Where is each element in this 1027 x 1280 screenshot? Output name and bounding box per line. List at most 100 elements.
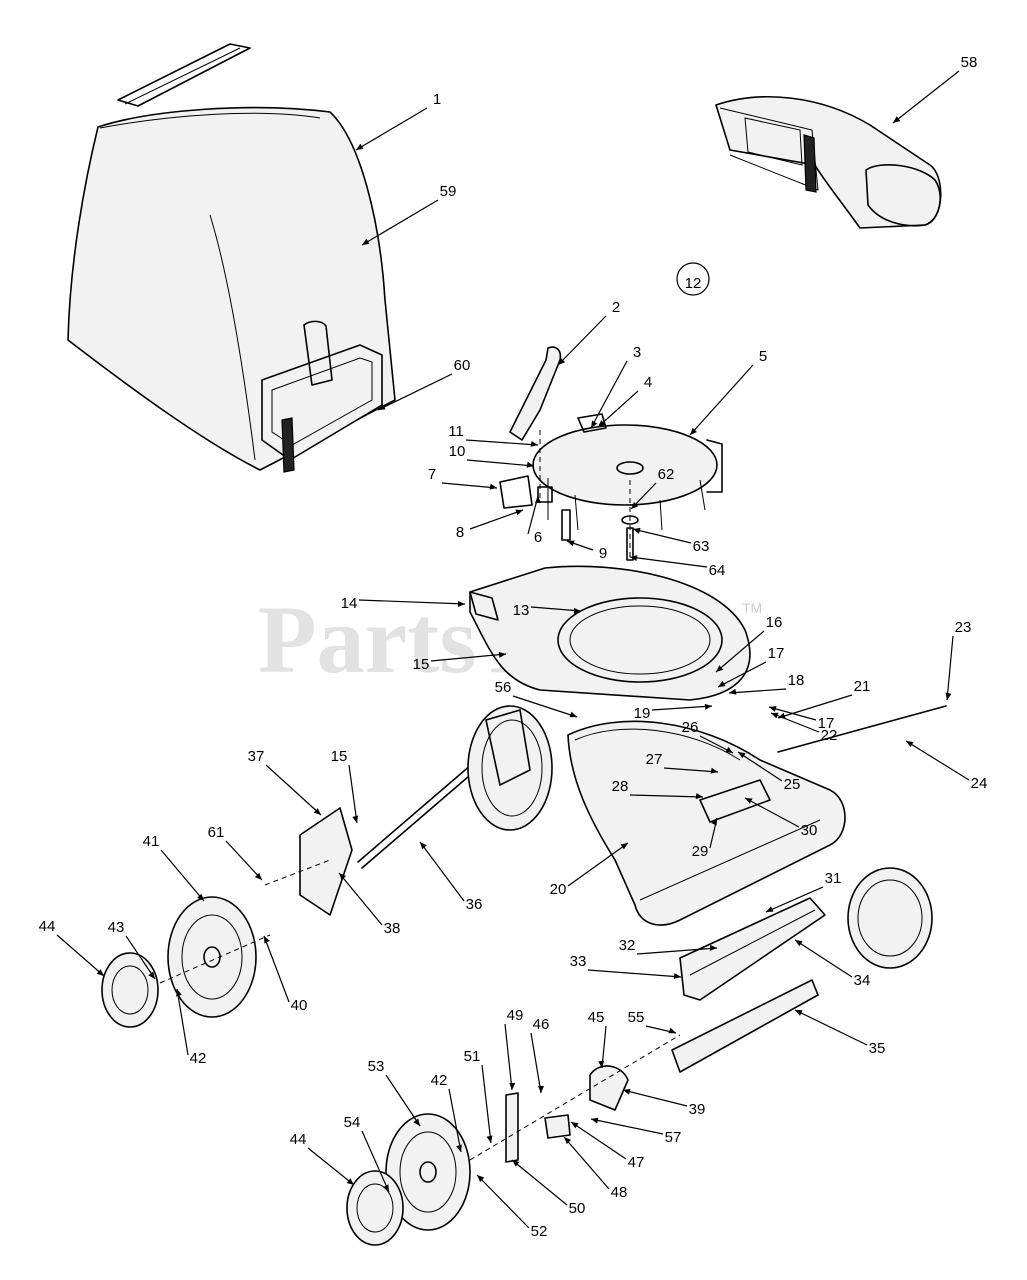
arrowhead-16 <box>716 665 724 672</box>
arrowhead-44 <box>346 1178 354 1185</box>
arrowhead-31 <box>766 906 774 912</box>
arrowhead-63 <box>633 527 641 534</box>
arrowhead-37 <box>313 808 321 815</box>
callout-label: 32 <box>619 937 636 954</box>
arrowhead-3 <box>591 420 598 428</box>
callout-12: 12 <box>676 262 710 296</box>
callout-label: 41 <box>143 833 160 850</box>
arrowhead-1 <box>356 143 364 150</box>
arrowhead-20 <box>620 843 628 850</box>
callout-13: 13 <box>513 602 582 619</box>
callout-label: 14 <box>341 595 358 612</box>
leader-line-30 <box>744 797 800 828</box>
leader-line-58 <box>892 70 960 124</box>
callout-label: 56 <box>495 679 512 696</box>
leader-line-25 <box>737 751 783 782</box>
arrowhead-14 <box>458 601 465 607</box>
callout-15: 15 <box>331 748 359 824</box>
callout-7: 7 <box>428 466 498 490</box>
callout-38: 38 <box>338 872 401 937</box>
arrowhead-18 <box>729 688 737 695</box>
callout-label: 44 <box>290 1131 307 1148</box>
callout-17: 17 <box>717 645 784 688</box>
callout-label: 60 <box>454 357 471 374</box>
leader-line-24 <box>905 740 970 781</box>
leader-line-3 <box>590 360 628 429</box>
leader-line-44 <box>56 934 105 977</box>
callout-label: 42 <box>431 1072 448 1089</box>
leader-line-44 <box>307 1147 355 1186</box>
callout-label: 11 <box>448 423 464 440</box>
callout-43: 43 <box>108 919 156 980</box>
arrowhead-44 <box>96 969 104 976</box>
leader-line-53 <box>385 1074 421 1127</box>
leader-line-13 <box>530 606 582 612</box>
callout-26: 26 <box>682 719 734 754</box>
callout-9: 9 <box>566 540 607 562</box>
callout-40: 40 <box>263 935 307 1014</box>
callout-label: 64 <box>709 562 726 579</box>
callout-label: 36 <box>466 896 483 913</box>
callout-label: 24 <box>971 775 988 792</box>
callout-label: 58 <box>961 54 978 71</box>
callout-label: 15 <box>413 656 430 673</box>
callout-59: 59 <box>361 183 456 246</box>
arrowhead-13 <box>574 608 581 614</box>
callout-label: 21 <box>854 678 871 695</box>
callout-label: 47 <box>628 1154 645 1171</box>
leader-line-37 <box>265 764 322 816</box>
leader-line-8 <box>469 509 524 530</box>
callout-42: 42 <box>176 988 206 1067</box>
callout-label: 43 <box>108 919 125 936</box>
callout-35: 35 <box>794 1009 885 1057</box>
callout-32: 32 <box>619 937 718 955</box>
callout-label: 38 <box>384 920 401 937</box>
callout-46: 46 <box>530 1016 549 1094</box>
arrowhead-46 <box>538 1086 544 1093</box>
nozzle-housing <box>567 720 846 926</box>
callout-label: 30 <box>801 822 818 839</box>
arrowhead-34 <box>795 940 803 947</box>
arrowhead-53 <box>413 1118 420 1126</box>
callout-label: 29 <box>692 843 709 860</box>
arrowhead-32 <box>709 944 717 951</box>
arrowhead-9 <box>567 540 575 547</box>
assembly-line-5 <box>469 1034 681 1161</box>
callout-48: 48 <box>563 1136 627 1201</box>
assembly-line-4 <box>159 934 271 984</box>
callout-45: 45 <box>588 1009 607 1069</box>
callout-44: 44 <box>290 1131 355 1186</box>
leader-line-51 <box>481 1064 492 1144</box>
leader-line-23 <box>946 635 954 701</box>
callout-53: 53 <box>368 1058 421 1127</box>
callout-37: 37 <box>248 748 322 816</box>
callout-label: 22 <box>821 727 838 744</box>
leader-line-17 <box>717 661 767 688</box>
wheel-bottom <box>385 1113 471 1231</box>
callout-label: 10 <box>449 443 466 460</box>
callout-2: 2 <box>557 299 620 366</box>
callout-label: 12 <box>685 275 702 292</box>
assembly-line-3 <box>264 859 331 886</box>
arrowhead-10 <box>526 461 534 468</box>
arrowhead-17 <box>769 706 777 712</box>
arrowhead-40 <box>264 936 270 944</box>
callout-42: 42 <box>431 1072 462 1153</box>
callout-label: 49 <box>507 1007 524 1024</box>
height-adjust-plate <box>589 1065 629 1111</box>
callout-label: 2 <box>612 299 620 316</box>
arrowhead-15 <box>498 651 506 658</box>
callout-label: 51 <box>464 1048 481 1065</box>
arrowhead-64 <box>630 555 638 562</box>
callout-label: 53 <box>368 1058 385 1075</box>
callout-51: 51 <box>464 1048 493 1144</box>
callout-18: 18 <box>728 672 804 695</box>
leader-line-21 <box>777 694 853 719</box>
leader-line-19 <box>651 705 713 711</box>
leader-line-2 <box>557 315 607 366</box>
callout-label: 31 <box>825 870 842 887</box>
wheel-right <box>847 867 933 969</box>
arrowhead-56 <box>569 711 577 718</box>
arrowhead-19 <box>704 703 712 710</box>
callout-label: 8 <box>456 524 464 541</box>
